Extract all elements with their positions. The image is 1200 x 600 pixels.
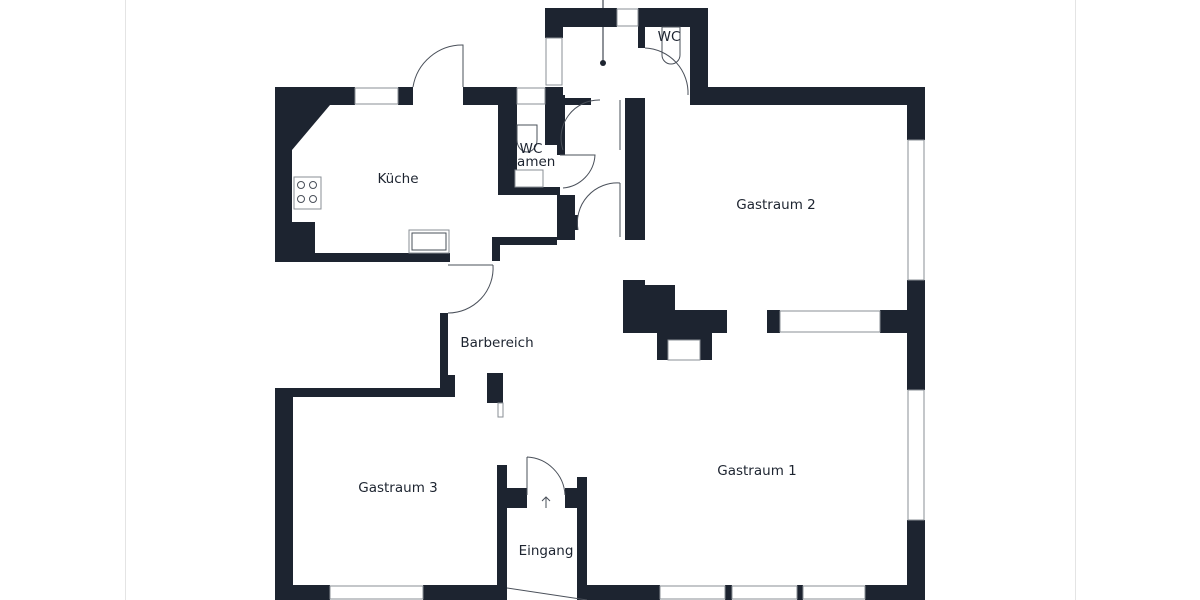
room-label-gastraum-1: Gastraum 1	[717, 463, 796, 479]
toilet-icon	[661, 26, 681, 65]
stove-icon	[293, 176, 322, 210]
sink-icon	[408, 229, 450, 254]
room-labels: Küche WC Damen WC Gastraum 2 Barbereich …	[358, 29, 815, 559]
room-label-gastraum-2: Gastraum 2	[736, 197, 815, 213]
room-label-kueche: Küche	[377, 171, 418, 187]
walls	[275, 8, 925, 600]
room-label-barbereich: Barbereich	[460, 335, 533, 351]
room-label-wc-damen-2: Damen	[507, 154, 556, 170]
windows	[329, 8, 925, 600]
room-label-eingang: Eingang	[519, 543, 574, 559]
room-label-wc: WC	[658, 29, 681, 45]
page-border-right	[1075, 0, 1076, 600]
room-label-gastraum-3: Gastraum 3	[358, 480, 437, 496]
light-fixture-icon	[600, 60, 606, 66]
page-border-left	[125, 0, 126, 600]
sink-icon	[514, 169, 544, 188]
fixtures	[293, 0, 681, 508]
fireplace-icon	[623, 280, 727, 360]
room-label-wc-damen: WC	[520, 141, 543, 157]
toilet-icon	[516, 124, 538, 153]
entrance-arrow-icon	[541, 496, 551, 508]
